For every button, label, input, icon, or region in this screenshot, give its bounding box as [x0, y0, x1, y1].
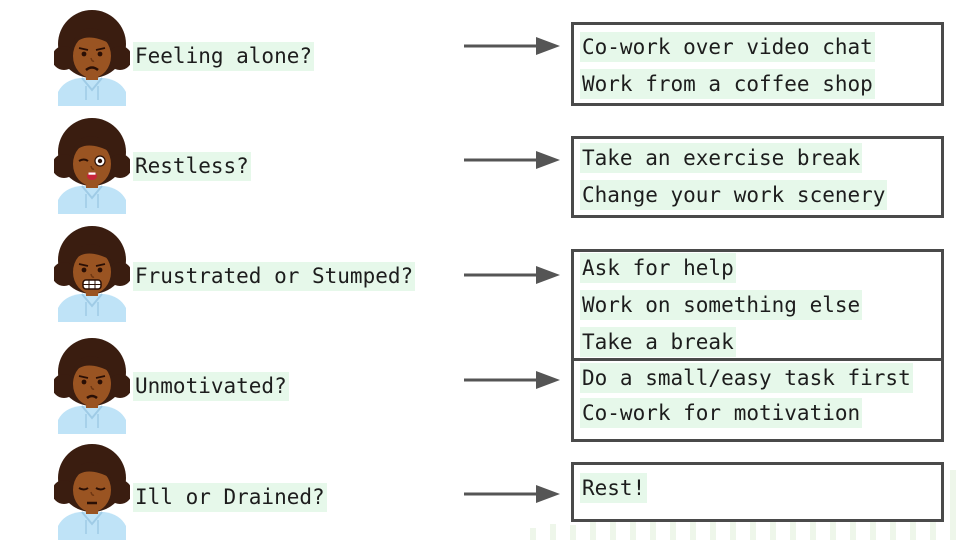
question-label: Frustrated or Stumped? — [133, 262, 416, 291]
arrow-right-icon — [464, 151, 560, 169]
question-label: Unmotivated? — [133, 372, 289, 401]
question-label: Restless? — [133, 152, 251, 181]
suggestion-item: Rest! — [580, 473, 648, 503]
suggestion-item: Work from a coffee shop — [580, 69, 875, 99]
sad-avatar-icon — [54, 10, 130, 106]
suggestion-item: Change your work scenery — [580, 180, 888, 210]
arrow-right-icon — [464, 371, 560, 389]
tired-avatar-icon — [54, 444, 130, 540]
suggestion-item: Take a break — [580, 327, 736, 357]
suggestion-item: Take an exercise break — [580, 143, 863, 173]
suggestion-item: Ask for help — [580, 253, 736, 283]
winking-avatar-icon — [54, 118, 130, 214]
question-label: Ill or Drained? — [133, 483, 327, 512]
suggestion-item: Work on something else — [580, 290, 863, 320]
suggestion-item: Do a small/easy task first — [580, 363, 913, 393]
frowning-avatar-icon — [54, 338, 130, 434]
question-label: Feeling alone? — [133, 42, 315, 71]
arrow-right-icon — [464, 485, 560, 503]
suggestion-item: Co-work for motivation — [580, 398, 863, 428]
grimacing-avatar-icon — [54, 226, 130, 322]
arrow-right-icon — [464, 266, 560, 284]
suggestion-item: Co-work over video chat — [580, 32, 875, 62]
arrow-right-icon — [464, 37, 560, 55]
